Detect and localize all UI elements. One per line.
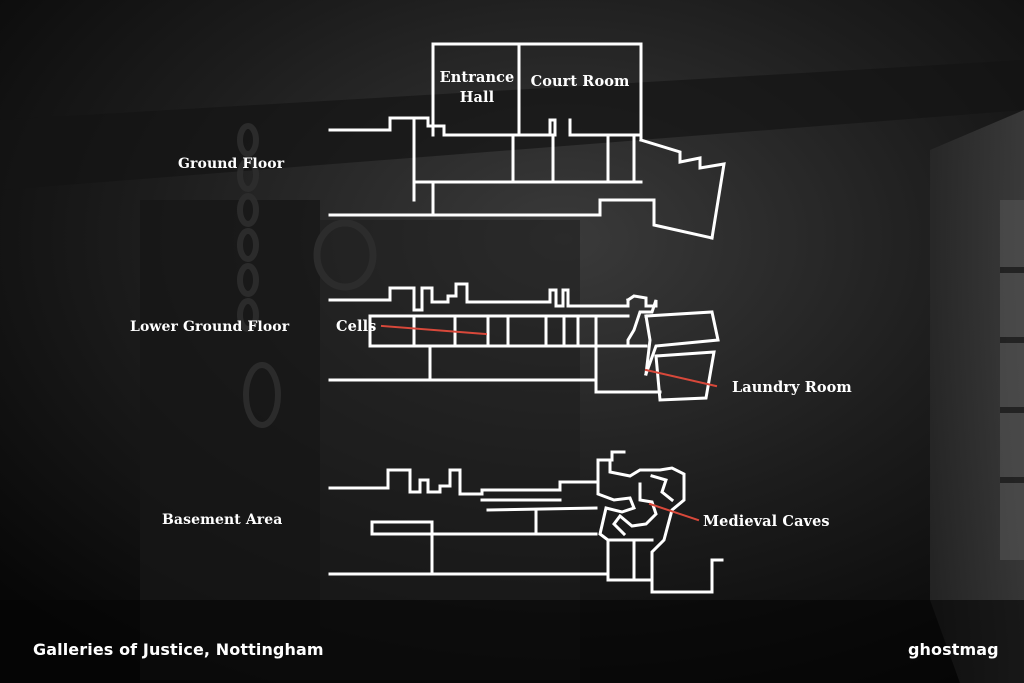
cells-label: Cells <box>336 318 377 335</box>
basement-plan <box>328 450 724 594</box>
entrance-hall-line-1: Entrance <box>439 69 515 86</box>
ground-floor-plan <box>328 42 726 240</box>
basement-area-label: Basement Area <box>162 512 283 528</box>
court-room-label: Court Room <box>530 73 630 90</box>
ground-floor-label: Ground Floor <box>178 156 285 172</box>
brand-logo-text: ghostmag <box>908 640 999 659</box>
lower-ground-floor-label: Lower Ground Floor <box>130 319 290 335</box>
lower-ground-floor-plan <box>328 282 720 402</box>
entrance-hall-label: Entrance Hall <box>436 68 518 108</box>
laundry-pointer <box>644 368 718 388</box>
caves-pointer <box>648 502 700 522</box>
poster-caption: Galleries of Justice, Nottingham <box>33 640 324 659</box>
laundry-room-label: Laundry Room <box>732 379 852 396</box>
entrance-hall-line-2: Hall <box>459 89 495 106</box>
medieval-caves-label: Medieval Caves <box>703 513 830 530</box>
cells-pointer <box>380 324 488 336</box>
pointer-lines <box>380 324 718 522</box>
